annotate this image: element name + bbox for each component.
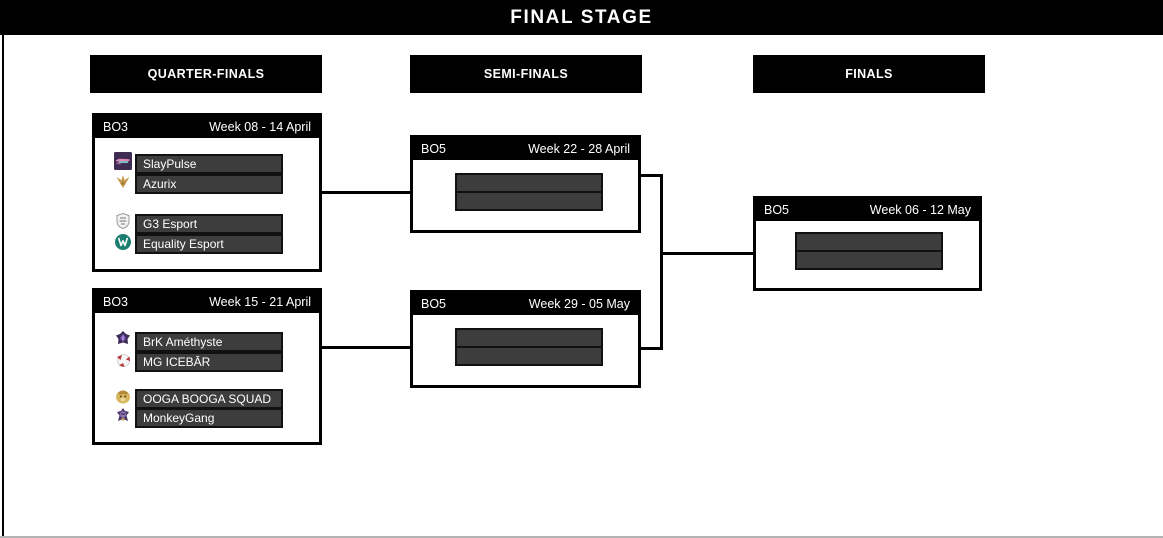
match-format-label: BO5 bbox=[421, 141, 447, 156]
team-name: MG ICEBĀR bbox=[143, 355, 211, 369]
team-slot[interactable]: OOGA BOOGA SQUAD bbox=[135, 389, 283, 409]
connector-sf1-stub bbox=[641, 174, 663, 177]
match-week-label: Week 06 - 12 May bbox=[869, 202, 971, 217]
team-name: Equality Esport bbox=[143, 237, 224, 251]
match-format-label: BO5 bbox=[421, 296, 447, 311]
bottom-border-line bbox=[0, 536, 1163, 538]
connector-sf2-stub bbox=[641, 347, 663, 350]
team-slot[interactable]: MG ICEBĀR bbox=[135, 352, 283, 372]
team-name: BrK Améthyste bbox=[143, 335, 223, 349]
bracket-header-qf1: BO3 Week 08 - 14 April bbox=[94, 115, 320, 138]
team-slot[interactable]: MonkeyGang bbox=[135, 408, 283, 428]
team-slot-empty[interactable] bbox=[455, 328, 603, 348]
page-title: FINAL STAGE bbox=[510, 6, 653, 28]
azurix-logo-icon bbox=[114, 173, 132, 191]
left-border-line bbox=[2, 35, 4, 536]
connector-vertical-sf bbox=[660, 174, 663, 350]
team-name: G3 Esport bbox=[143, 217, 198, 231]
team-slot[interactable]: SlayPulse bbox=[135, 154, 283, 174]
equality-esport-logo-icon bbox=[114, 233, 132, 251]
team-slot-empty[interactable] bbox=[455, 173, 603, 193]
team-name: OOGA BOOGA SQUAD bbox=[143, 392, 272, 406]
match-week-label: Week 22 - 28 April bbox=[528, 141, 630, 156]
column-header-semi-finals: SEMI-FINALS bbox=[410, 55, 642, 93]
connector-qf1-sf1 bbox=[322, 191, 410, 194]
match-format-label: BO5 bbox=[764, 202, 790, 217]
column-header-quarter-finals: QUARTER-FINALS bbox=[90, 55, 322, 93]
team-slot[interactable]: Azurix bbox=[135, 174, 283, 194]
bracket-box-qf2: BO3 Week 15 - 21 April BrK Améthyste MG … bbox=[92, 288, 322, 445]
bracket-box-sf1: BO5 Week 22 - 28 April bbox=[410, 135, 641, 233]
match-format-label: BO3 bbox=[103, 294, 129, 309]
match-format-label: BO3 bbox=[103, 119, 129, 134]
bracket-header-sf1: BO5 Week 22 - 28 April bbox=[412, 137, 639, 160]
stage-title-bar: FINAL STAGE bbox=[0, 0, 1163, 35]
bracket-box-sf2: BO5 Week 29 - 05 May bbox=[410, 290, 641, 388]
connector-final-feed bbox=[660, 252, 753, 255]
bracket-header-qf2: BO3 Week 15 - 21 April bbox=[94, 290, 320, 313]
bracket-box-qf1: BO3 Week 08 - 14 April SlayPulse Azurix … bbox=[92, 113, 322, 272]
match-week-label: Week 08 - 14 April bbox=[209, 119, 311, 134]
bracket-header-final: BO5 Week 06 - 12 May bbox=[755, 198, 980, 221]
ooga-booga-squad-logo-icon bbox=[114, 387, 132, 405]
connector-qf2-sf2 bbox=[322, 346, 410, 349]
brk-amethyste-logo-icon bbox=[114, 330, 132, 348]
column-header-finals: FINALS bbox=[753, 55, 985, 93]
monkeygang-logo-icon bbox=[114, 406, 132, 424]
slaypulse-logo-icon bbox=[114, 152, 132, 170]
g3-esport-logo-icon bbox=[114, 212, 132, 230]
team-slot-empty[interactable] bbox=[455, 191, 603, 211]
bracket-header-sf2: BO5 Week 29 - 05 May bbox=[412, 292, 639, 315]
team-name: MonkeyGang bbox=[143, 411, 215, 425]
team-name: SlayPulse bbox=[143, 157, 197, 171]
column-header-label: FINALS bbox=[845, 67, 893, 81]
team-slot-empty[interactable] bbox=[795, 250, 943, 270]
team-slot[interactable]: G3 Esport bbox=[135, 214, 283, 234]
column-header-label: QUARTER-FINALS bbox=[147, 67, 265, 81]
team-slot-empty[interactable] bbox=[455, 346, 603, 366]
bracket-box-final: BO5 Week 06 - 12 May bbox=[753, 196, 982, 291]
team-slot[interactable]: BrK Améthyste bbox=[135, 332, 283, 352]
column-header-label: SEMI-FINALS bbox=[483, 67, 569, 81]
team-name: Azurix bbox=[143, 177, 177, 191]
mg-icebar-logo-icon bbox=[114, 351, 132, 369]
team-slot-empty[interactable] bbox=[795, 232, 943, 252]
team-slot[interactable]: Equality Esport bbox=[135, 234, 283, 254]
match-week-label: Week 15 - 21 April bbox=[209, 294, 311, 309]
match-week-label: Week 29 - 05 May bbox=[528, 296, 630, 311]
